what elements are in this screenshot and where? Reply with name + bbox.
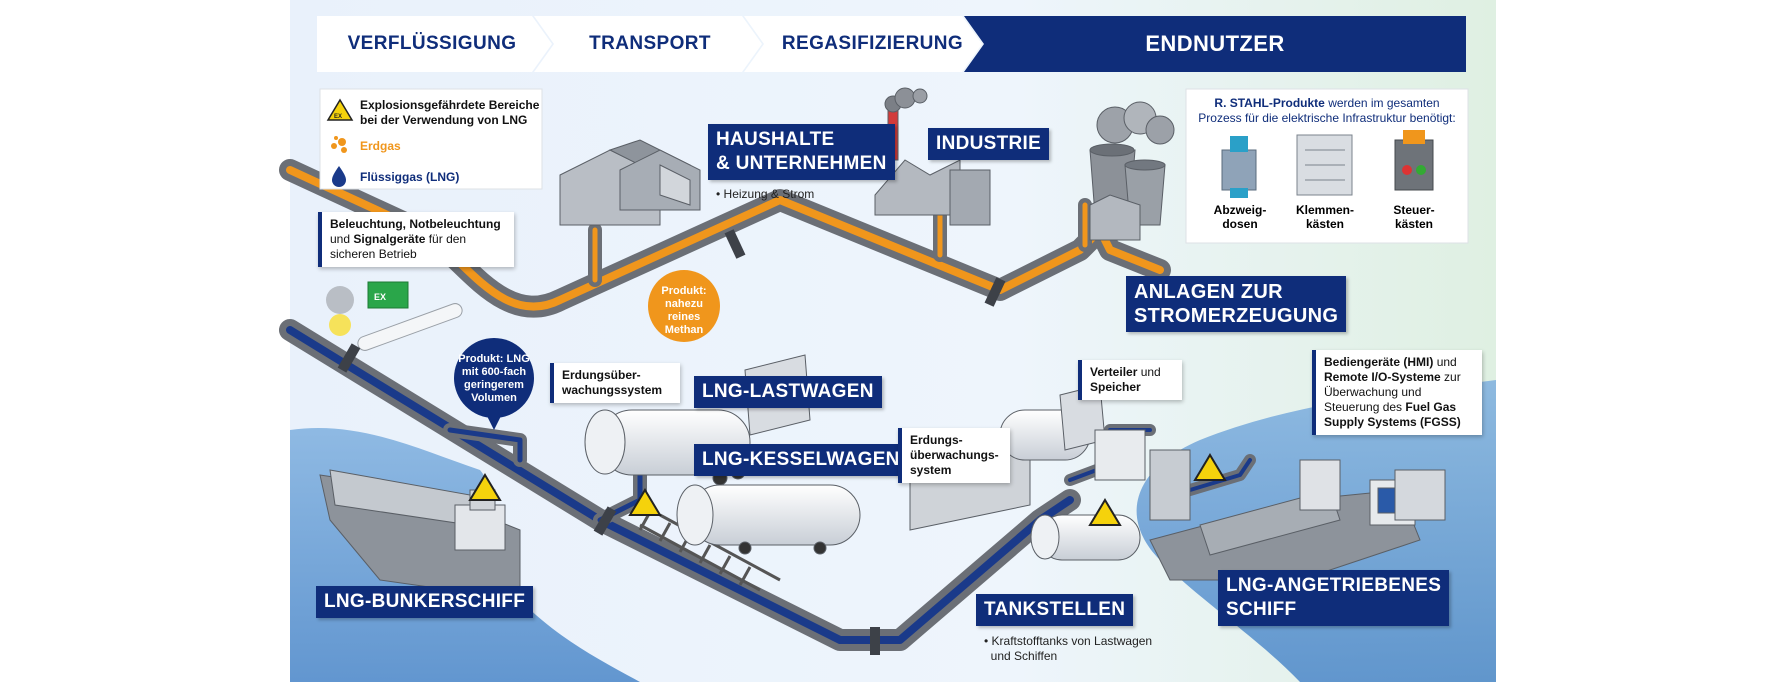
tag-anlagen-line2: STROMERZEUGUNG xyxy=(1134,305,1339,327)
tag-lastwagen: LNG-LASTWAGEN xyxy=(694,376,882,408)
erdgas-bubbles-icon xyxy=(331,136,347,153)
note-text: sicheren Betrieb xyxy=(330,247,417,261)
note-beleuchtung: Beleuchtung, Notbeleuchtung und Signalge… xyxy=(318,212,514,267)
note-text: wachungssystem xyxy=(562,383,663,397)
product-label: kästen xyxy=(1305,217,1345,231)
note-text: zur xyxy=(1440,370,1461,384)
tag-haushalte-line2: & UNTERNEHMEN xyxy=(716,153,887,174)
product-label: Abzweig- xyxy=(1213,203,1267,217)
tag-tankstellen: TANKSTELLEN xyxy=(976,594,1134,626)
note-text: Remote I/O-Systeme xyxy=(1324,370,1441,384)
products-intro-line2: Prozess für die elektrische Infrastruktu… xyxy=(1198,111,1456,125)
circle-text: Methan xyxy=(664,324,704,336)
legend-lng: Flüssiggas (LNG) xyxy=(360,170,460,184)
legend-ex: Explosionsgefährdete Bereiche bei der Ve… xyxy=(360,98,539,128)
note-text: Erdungsüber- xyxy=(562,368,641,382)
note-text: Speicher xyxy=(1090,380,1141,394)
product-label: kästen xyxy=(1394,217,1434,231)
step-verfluessigung: VERFLÜSSIGUNG xyxy=(347,33,517,54)
tag-haushalte: HAUSHALTE & UNTERNEHMEN xyxy=(708,124,895,180)
note-text: für den xyxy=(425,232,467,246)
legend-erdgas: Erdgas xyxy=(360,139,401,153)
products-intro: R. STAHL-Produkte werden im gesamten Pro… xyxy=(1190,96,1464,126)
note-text: Steuerung des xyxy=(1324,400,1406,414)
junction-box-icon xyxy=(1221,136,1257,198)
note-text: Signalgeräte xyxy=(353,232,426,246)
legend-ex-line2: bei der Verwendung von LNG xyxy=(360,113,528,127)
legend-ex-line1: Explosionsgefährdete Bereiche xyxy=(360,98,540,112)
note-verteiler: Verteiler und Speicher xyxy=(1078,360,1182,400)
circle-text: geringerem xyxy=(464,379,524,391)
note-text: Verteiler xyxy=(1090,365,1138,379)
bullet-tank-line2: und Schiffen xyxy=(990,649,1058,663)
step-endnutzer: ENDNUTZER xyxy=(1145,31,1285,56)
tag-anlagen-line1: ANLAGEN ZUR xyxy=(1134,281,1283,303)
product-label: dosen xyxy=(1222,217,1258,231)
circle-text: Produkt: LNG xyxy=(458,353,530,365)
note-text: Beleuchtung, Notbeleuchtung xyxy=(330,217,501,231)
tag-schiff-line2: SCHIFF xyxy=(1226,599,1297,620)
exit-sign-icon: EX xyxy=(367,281,409,309)
ex-warning-icon: EX xyxy=(326,98,354,121)
tag-bunkerschiff: LNG-BUNKERSCHIFF xyxy=(316,586,534,618)
products-intro-rest: werden im gesamten xyxy=(1324,96,1440,110)
products-intro-bold: R. STAHL-Produkte xyxy=(1214,96,1325,110)
product-abzweigdosen: Abzweig-dosen xyxy=(1206,203,1274,231)
circle-text: Produkt: xyxy=(661,285,707,297)
note-text: Fuel Gas xyxy=(1405,400,1457,414)
note-hmi: Bediengeräte (HMI) und Remote I/O-System… xyxy=(1312,350,1482,435)
circle-lng: Produkt: LNG mit 600-fach geringerem Vol… xyxy=(454,353,534,405)
bullet-heizung-text: Heizung & Strom xyxy=(723,187,815,201)
bullet-heizung: • Heizung & Strom xyxy=(716,187,815,201)
bullet-tank-line1: Kraftstofftanks von Lastwagen xyxy=(991,634,1153,648)
bullet-tankstellen: • Kraftstofftanks von Lastwagen und Schi… xyxy=(984,634,1153,663)
tag-anlagen: ANLAGEN ZUR STROMERZEUGUNG xyxy=(1126,276,1347,332)
note-erdung-1: Erdungsüber- wachungssystem xyxy=(550,363,680,403)
note-text: Erdungs- xyxy=(910,433,963,447)
circle-text: mit 600-fach xyxy=(461,366,527,378)
note-text: Bediengeräte (HMI) xyxy=(1324,355,1434,369)
note-text: Supply Systems (FGSS) xyxy=(1324,415,1461,429)
note-text: und xyxy=(1433,355,1457,369)
note-erdung-2: Erdungs- überwachungs- system xyxy=(898,428,1010,483)
terminal-box-icon xyxy=(1296,134,1353,196)
product-klemmenkaesten: Klemmen-kästen xyxy=(1290,203,1360,231)
control-box-icon xyxy=(1394,130,1434,191)
note-text: überwachungs- xyxy=(910,448,999,462)
tag-kesselwagen: LNG-KESSELWAGEN xyxy=(694,444,908,476)
circle-text: nahezu reines xyxy=(665,298,703,323)
step-transport: TRANSPORT xyxy=(589,33,711,54)
step-regasifizierung: REGASIFIZIERUNG xyxy=(781,33,964,54)
product-steuerkaesten: Steuer-kästen xyxy=(1380,203,1448,231)
circle-methan: Produkt: nahezu reines Methan xyxy=(648,285,720,337)
product-label: Steuer- xyxy=(1393,203,1435,217)
tag-haushalte-line1: HAUSHALTE xyxy=(716,129,835,150)
lng-drop-icon xyxy=(332,166,346,187)
tag-schiff-line1: LNG-ANGETRIEBENES xyxy=(1226,575,1442,596)
tag-industrie: INDUSTRIE xyxy=(928,128,1050,160)
tag-schiff: LNG-ANGETRIEBENES SCHIFF xyxy=(1218,570,1450,626)
note-text: und xyxy=(1137,365,1161,379)
product-label: Klemmen- xyxy=(1295,203,1354,217)
note-text: Überwachung und xyxy=(1324,385,1422,399)
circle-text: Volumen xyxy=(471,392,517,404)
svg-text:EX: EX xyxy=(374,292,386,302)
note-text: und xyxy=(330,232,354,246)
note-text: system xyxy=(910,463,952,477)
svg-text:EX: EX xyxy=(334,114,342,120)
